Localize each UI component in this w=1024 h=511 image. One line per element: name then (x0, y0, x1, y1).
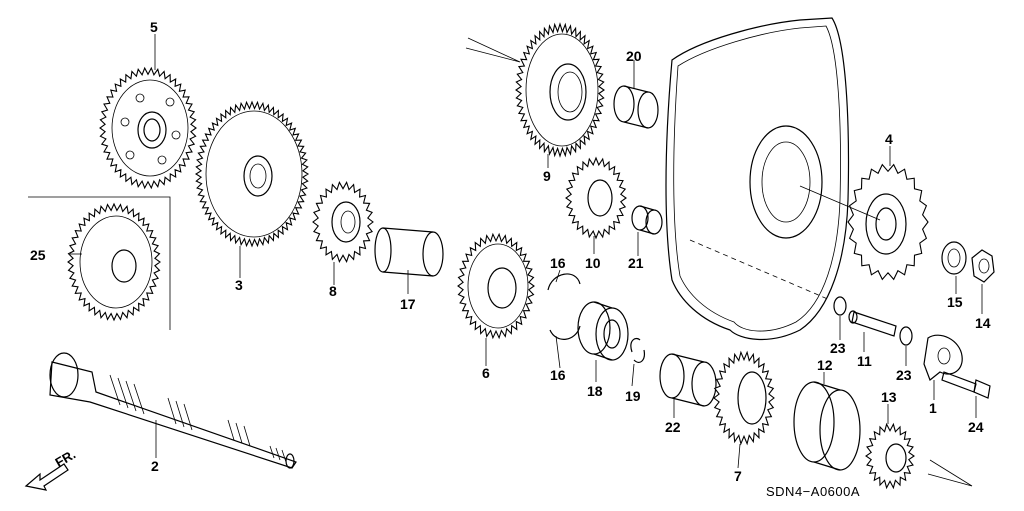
front-arrow-icon (24, 463, 69, 491)
snap-ring-16-upper[interactable] (547, 273, 581, 291)
shaft-11[interactable] (848, 310, 897, 337)
part-label-14: 14 (975, 315, 991, 331)
part-label-22: 22 (665, 419, 681, 435)
lock-nut-14[interactable] (971, 249, 995, 283)
part-label-9: 9 (543, 168, 551, 184)
bolt-24[interactable] (941, 371, 991, 399)
gear-teeth-outline (565, 156, 627, 240)
bracket-1[interactable] (923, 334, 963, 381)
part-label-13: 13 (881, 389, 897, 405)
leader-shaft-gear-4 (799, 185, 881, 221)
front-label: FR. (53, 447, 79, 470)
needle-bearing-21[interactable] (631, 205, 663, 235)
part-label-8: 8 (329, 283, 337, 299)
gear-10[interactable] (565, 156, 627, 240)
part-label-4: 4 (885, 131, 893, 147)
sleeve-12[interactable] (793, 381, 861, 471)
part-label-15: 15 (947, 294, 963, 310)
gear-teeth-outline (713, 350, 775, 446)
part-label-6: 6 (482, 365, 490, 381)
gear-teeth-outline (847, 163, 929, 281)
part-label-2: 2 (151, 458, 159, 474)
direction-arrow-bottom (927, 459, 973, 487)
gear-3[interactable] (194, 100, 310, 248)
washer-15[interactable] (941, 241, 967, 275)
part-label-18: 18 (587, 383, 603, 399)
part-label-1: 1 (929, 400, 937, 416)
gear-7[interactable] (713, 350, 775, 446)
gear-teeth-outline (865, 422, 915, 490)
transmission-case-gasket[interactable] (665, 17, 850, 341)
part-label-24: 24 (968, 419, 984, 435)
part-label-25: 25 (30, 247, 46, 263)
part-label-20: 20 (626, 48, 642, 64)
gear-8[interactable] (312, 180, 374, 264)
part-label-23-a: 23 (830, 340, 846, 356)
part-label-7: 7 (734, 468, 742, 484)
part-label-21: 21 (628, 255, 644, 271)
snap-ring-16-lower[interactable] (549, 325, 581, 340)
gear-25[interactable] (28, 196, 171, 330)
leader-lines (70, 34, 983, 469)
needle-bearing-22[interactable] (659, 353, 717, 407)
gear-13[interactable] (865, 422, 915, 490)
gear-6[interactable] (457, 232, 535, 340)
part-label-23-b: 23 (896, 367, 912, 383)
part-label-12: 12 (817, 357, 833, 373)
gear-teeth-outline (99, 66, 197, 190)
part-label-16-upper: 16 (550, 255, 566, 271)
gear-9[interactable] (515, 22, 605, 158)
part-label-11: 11 (857, 353, 872, 369)
part-label-17: 17 (400, 296, 416, 312)
part-label-16-lower: 16 (550, 367, 566, 383)
diagram-code: SDN4−A0600A (766, 484, 860, 499)
parking-gear-4[interactable] (847, 163, 929, 281)
ball-bearing-18[interactable] (577, 301, 629, 361)
needle-bearing-20[interactable] (613, 85, 659, 129)
part-labels: 5 3 8 17 25 2 FR. 9 20 10 21 6 16 16 18 … (30, 19, 991, 484)
washer-23-a[interactable] (833, 296, 847, 316)
washer-23-b[interactable] (899, 326, 913, 346)
part-label-3: 3 (235, 277, 243, 293)
gear-teeth-outline (457, 232, 535, 340)
gear-5[interactable] (99, 66, 197, 190)
direction-arrow-top (465, 37, 521, 63)
gear-teeth-outline (67, 202, 161, 322)
sleeve-17[interactable] (374, 227, 444, 277)
part-label-10: 10 (585, 255, 601, 271)
part-label-19: 19 (625, 388, 641, 404)
part-label-5: 5 (150, 19, 158, 35)
snap-ring-19[interactable] (630, 337, 645, 363)
mainshaft-2[interactable] (49, 352, 297, 469)
